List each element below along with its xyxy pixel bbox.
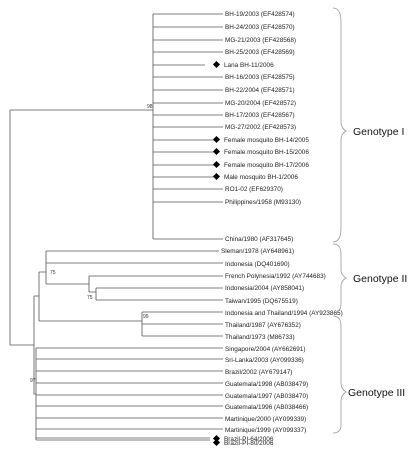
genotype-1-brace: [332, 7, 347, 243]
sample-marker-icon: [212, 135, 221, 144]
leaf-label: RO1-02 (EF629370): [225, 186, 283, 193]
sample-marker-icon: [212, 160, 221, 169]
leaf-label: Female mosquito BH-17/2006: [224, 162, 309, 169]
bootstrap-french-polynesia: 75: [50, 270, 56, 276]
sample-marker-icon: [212, 438, 221, 447]
bootstrap-genotype-1: 98: [147, 104, 153, 110]
leaf-label: Brazil-PI-80/2006: [224, 440, 274, 447]
leaf-label: Indonesia and Thailand/1994 (AY923865): [225, 310, 343, 317]
leaf-label: Male mosquito BH-1/2006: [224, 174, 298, 181]
bootstrap-genotype-3: 97: [30, 378, 36, 384]
leaf-label: BH-22/2004 (EF428571): [225, 87, 295, 94]
leaf-label: China/1980 (AF317645): [225, 236, 293, 243]
leaf-label: BH-24/2003 (EF428570): [225, 24, 295, 31]
leaf-label: BH-17/2003 (EF428567): [225, 112, 295, 119]
genotype-1-label: Genotype I: [353, 126, 404, 138]
sample-marker-icon: [212, 172, 221, 181]
leaf-label: Sri-Lanka/2003 (AY099336): [225, 357, 304, 364]
leaf-label: Guatemala/1997 (AB038470): [225, 393, 308, 400]
leaf-label: MG-21/2003 (EF428568): [225, 37, 296, 44]
leaf-label: Martinique/2000 (AY099339): [225, 416, 306, 423]
leaf-labels: BH-19/2003 (EF428574) BH-24/2003 (EF42857…: [212, 11, 343, 447]
bootstrap-taiwan: 75: [87, 295, 93, 301]
genotype-3-clade: [35, 347, 223, 441]
sample-marker-icon: [212, 147, 221, 156]
tree-branches: [9, 13, 223, 441]
genotype-2-label: Genotype II: [353, 273, 407, 285]
root-branch: [9, 109, 153, 346]
leaf-label: Guatemala/1996 (AB038466): [225, 404, 308, 411]
leaf-label: Indonesia/2004 (AY858041): [225, 285, 304, 292]
leaf-label: Brazil-PI-64/2006: [224, 436, 274, 443]
sample-marker-icon: [212, 434, 221, 443]
leaf-label: BH-19/2003 (EF428574): [225, 11, 295, 18]
genotype-3-label: Genotype III: [348, 387, 405, 399]
leaf-label: Guatemala/1998 (AB038479): [225, 381, 308, 388]
leaf-label: BH-25/2003 (EF428569): [225, 49, 295, 56]
sample-marker-icon: [212, 60, 221, 69]
leaf-label: Singapore/2004 (AY662691): [225, 346, 306, 353]
leaf-label: Female mosquito BH-15/2006: [224, 149, 309, 156]
leaf-label: Lana BH-11/2006: [224, 62, 274, 69]
leaf-label: MG-20/2004 (EF428572): [225, 100, 296, 107]
genotype-3-brace: [332, 315, 347, 434]
leaf-label: Martinique/1999 (AY099337): [225, 427, 306, 434]
leaf-label: Taiwan/1995 (DQ675519): [225, 298, 298, 305]
genotype-2-brace: [332, 243, 347, 314]
leaf-label: Philippines/1958 (M93130): [225, 199, 301, 206]
leaf-label: Sleman/1978 (AY648961): [221, 248, 294, 255]
leaf-label: Indonesia (DQ401690): [225, 261, 290, 268]
bootstrap-thailand: 99: [143, 314, 149, 320]
leaf-label: MG-27/2002 (EF428573): [225, 124, 296, 131]
leaf-label: Female mosquito BH-14/2005: [224, 137, 309, 144]
leaf-label: Brazil/2002 (AY679147): [225, 369, 292, 376]
genotype-1-clade: [152, 13, 223, 240]
leaf-label: Thailand/1973 (M86733): [225, 334, 295, 341]
leaf-label: Thailand/1987 (AY676352): [225, 322, 301, 329]
leaf-label: French Polynesia/1992 (AY744683): [225, 273, 326, 280]
genotype-2-clade: [38, 250, 223, 337]
leaf-label: BH-16/2003 (EF428575): [225, 74, 295, 81]
